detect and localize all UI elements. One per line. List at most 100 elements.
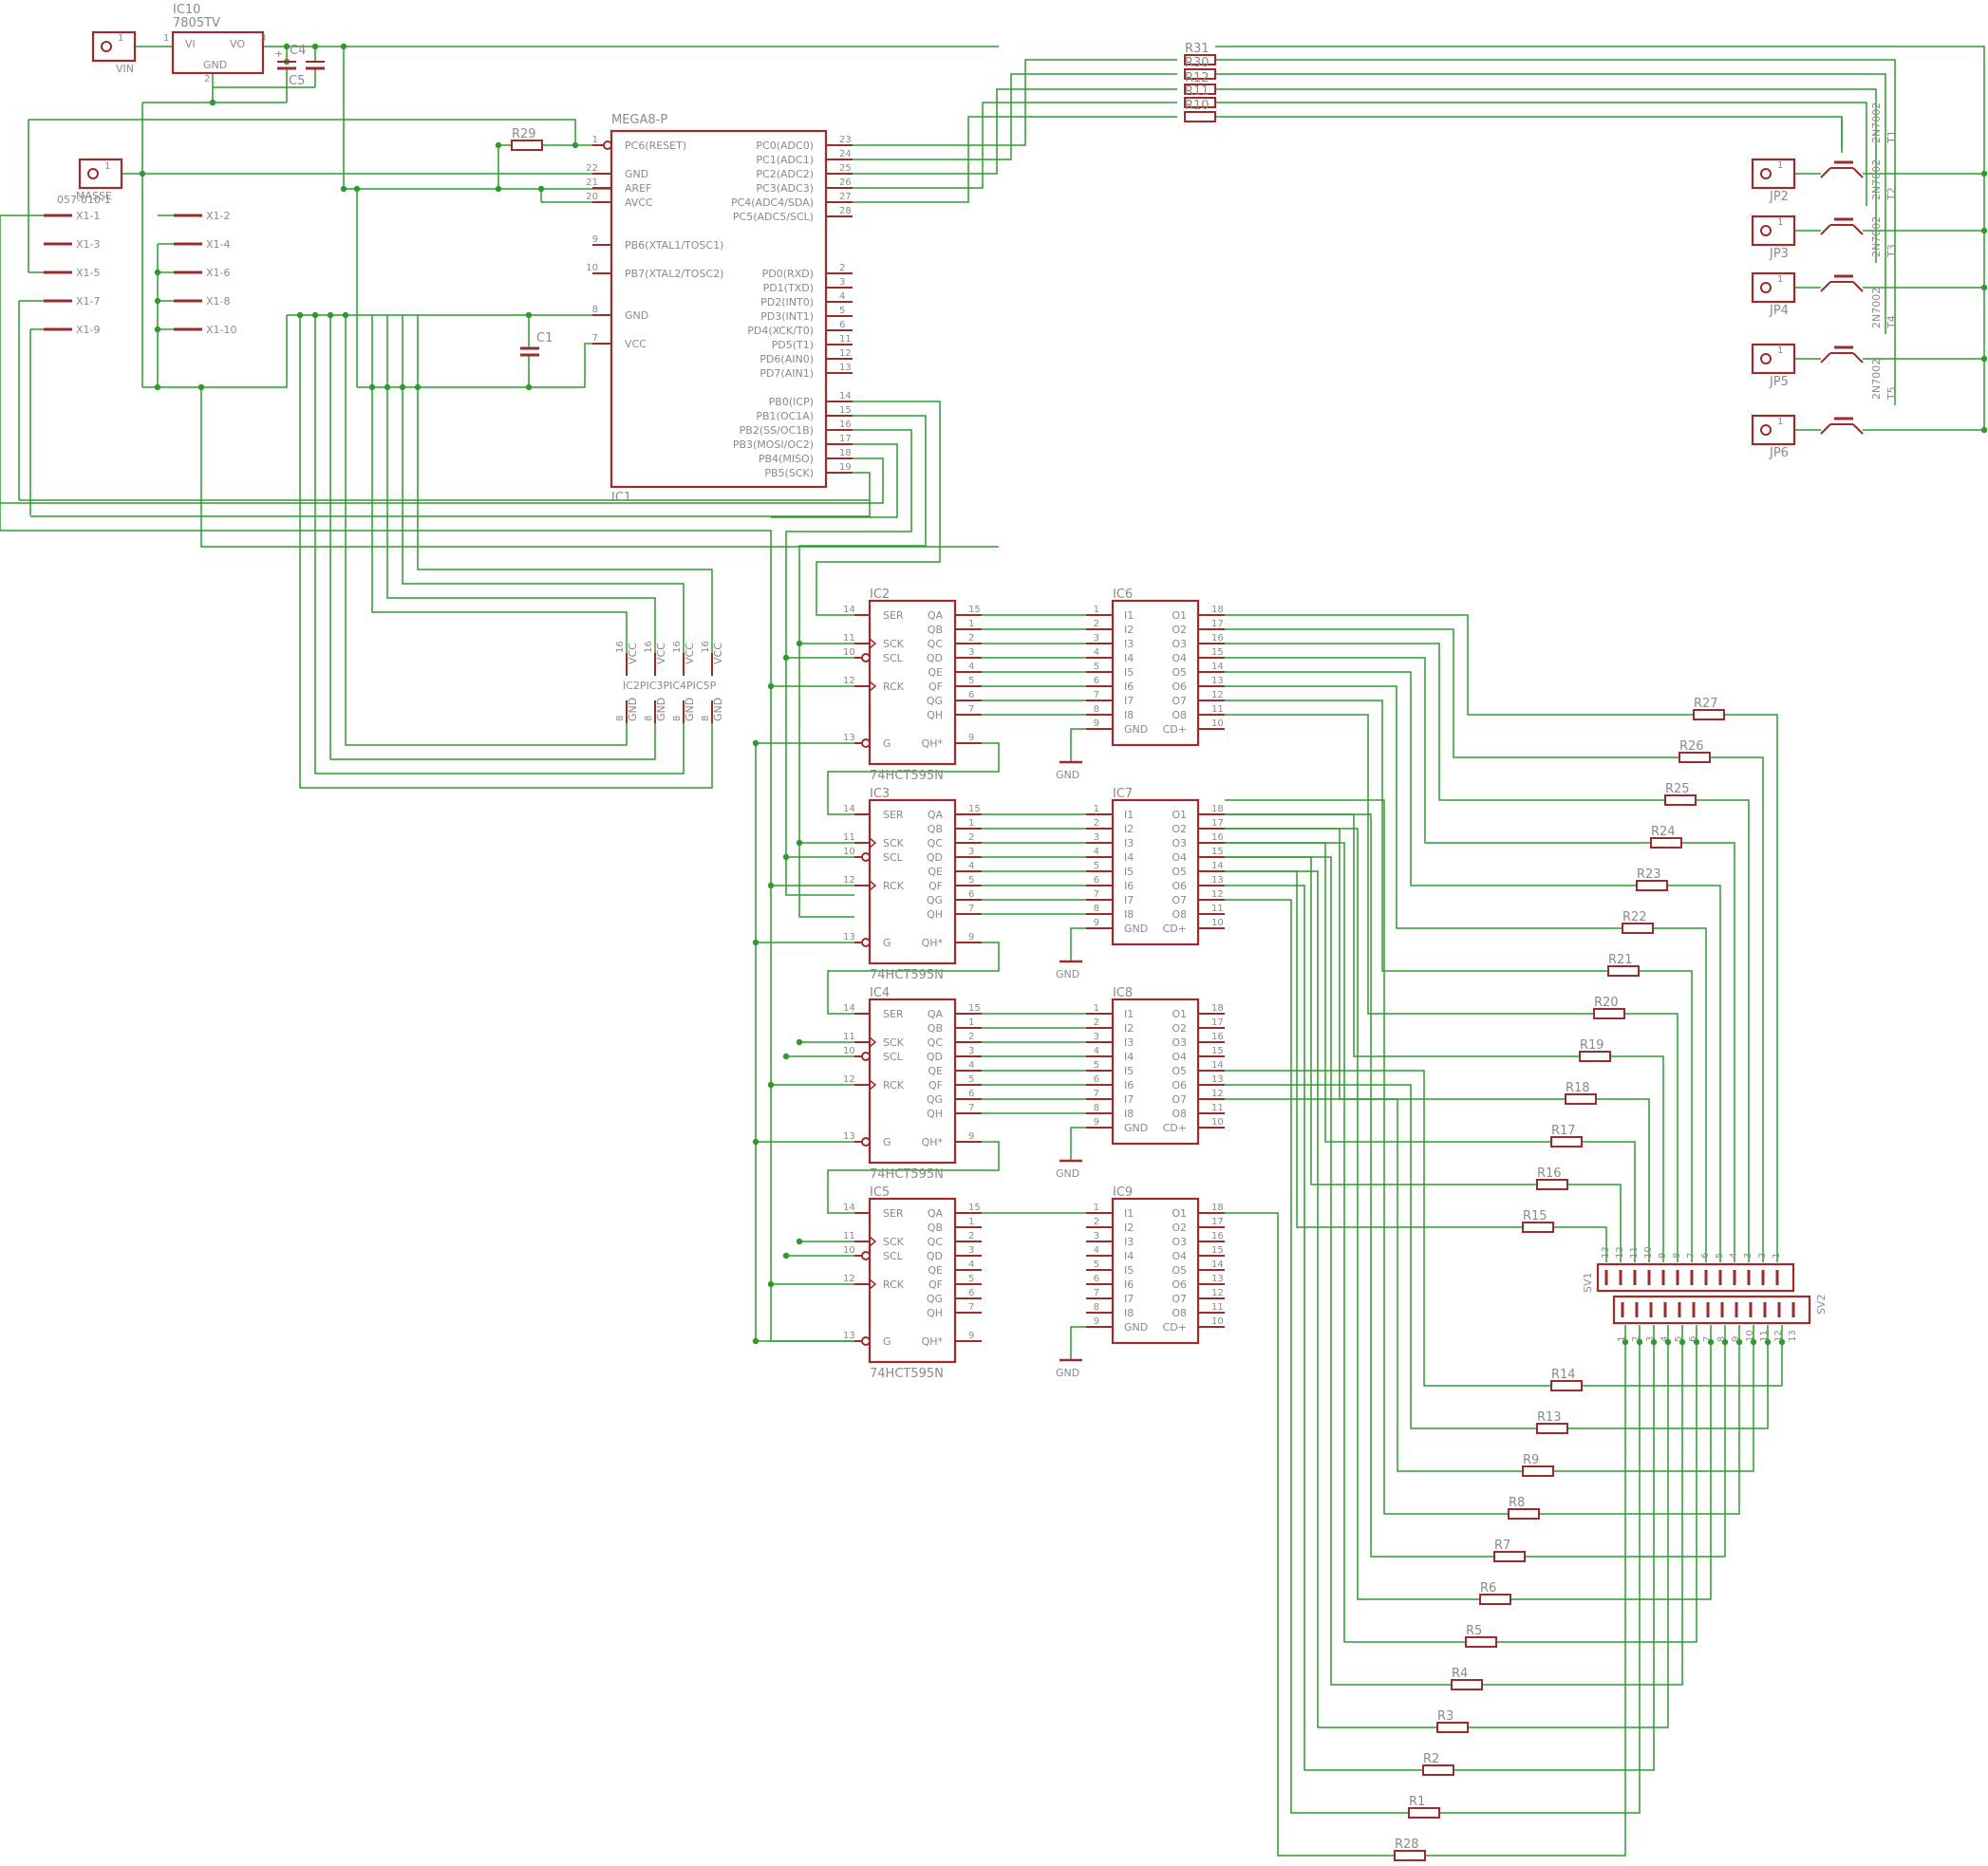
wire	[853, 73, 1177, 160]
wire	[1696, 799, 1750, 1262]
resistor-symbol	[1550, 1136, 1583, 1148]
wire	[1425, 1325, 1626, 1857]
pin-number: 3	[1094, 1231, 1099, 1241]
resistor-label: R8	[1509, 1496, 1525, 1510]
wire	[299, 315, 713, 789]
resistor-label: R31	[1185, 42, 1210, 56]
mcu-pin-label: PD4(XCK/T0)	[747, 325, 814, 337]
clock-marker	[869, 1278, 877, 1290]
wire	[1070, 927, 1086, 961]
mcu-pin-label: AVCC	[625, 196, 653, 209]
pin-number: 1	[1777, 417, 1783, 427]
pin-number: 12	[1211, 690, 1224, 700]
pin-number: 5	[968, 1274, 974, 1284]
mcu-pin-label: PD1(TXD)	[763, 282, 814, 294]
jumper-jp5	[1751, 343, 1796, 375]
transistor-name: T3	[1885, 244, 1898, 258]
header-pin-label: X1-2	[206, 210, 231, 222]
clock-marker	[869, 1079, 877, 1091]
wire	[1496, 1325, 1697, 1643]
pin-number: 3	[1645, 1336, 1656, 1342]
transistor-leg	[1852, 224, 1864, 235]
ic-pin-label: QB	[928, 823, 943, 835]
pin-number: 15	[839, 405, 852, 416]
ic-pin-label: QD	[927, 1051, 943, 1063]
resistor-label: R24	[1651, 825, 1676, 839]
resistor-label: R6	[1480, 1581, 1496, 1595]
transistor-leg	[1852, 423, 1864, 435]
pin-number: 13	[1211, 1074, 1224, 1085]
ic-pin-label: O5	[1172, 866, 1187, 878]
mcu-pin-label: GND	[625, 309, 648, 322]
wire	[1539, 1325, 1740, 1515]
wire	[1225, 1212, 1395, 1857]
pin-number: 4	[968, 1060, 974, 1071]
wire	[1225, 828, 1480, 1600]
junction-dot	[767, 682, 775, 690]
pin-number: 4	[1094, 1245, 1099, 1256]
ic-pin-label: O6	[1172, 880, 1187, 892]
pin-number: 12	[839, 348, 852, 359]
resistor-symbol	[1394, 1850, 1426, 1861]
mcu-pin-label: PC1(ADC1)	[756, 154, 814, 166]
pin-number: 15	[968, 1003, 981, 1014]
junction-dot	[572, 141, 579, 149]
transistor-value: 2N7002	[1870, 288, 1883, 328]
mcu-value: MEGA8-P	[611, 113, 667, 127]
pin-number: 16	[1211, 1231, 1224, 1241]
pin-number: 2	[1094, 818, 1099, 829]
inversion-bubble	[861, 1137, 871, 1147]
ic-pin-label: QE	[928, 666, 943, 679]
jumper-pad	[1760, 168, 1772, 179]
ic-pin-label: QG	[927, 1293, 943, 1305]
wire	[0, 457, 884, 504]
wire	[1225, 899, 1409, 1814]
pin-number: 11	[1629, 1246, 1640, 1259]
ic-pin-label: I1	[1124, 609, 1134, 622]
mcu-pin-label: PB6(XTAL1/TOSC1)	[625, 239, 723, 252]
resistor-symbol	[1622, 923, 1654, 934]
mcu-pin-label: PC4(ADC4/SDA)	[731, 196, 814, 209]
resistor-label: R14	[1551, 1368, 1576, 1382]
wire	[1225, 628, 1679, 758]
pin-number: 26	[839, 177, 852, 188]
jumper-pad	[87, 168, 99, 179]
wire	[1639, 970, 1693, 1262]
junction-dot	[1636, 1338, 1643, 1346]
regulator-pin-label: VI	[185, 38, 196, 50]
ic-pin-label: SCK	[883, 837, 905, 849]
mcu-pin-label: PB7(XTAL2/TOSC2)	[625, 268, 723, 280]
mcu-pin-label: PB3(MOSI/OC2)	[733, 439, 814, 451]
wire	[329, 315, 656, 760]
pin-number: 1	[1094, 1003, 1099, 1014]
junction-dot	[340, 43, 347, 50]
pin-number: 2	[1094, 1217, 1099, 1227]
ic-pin-label: O3	[1172, 638, 1187, 650]
wire	[1215, 102, 1867, 206]
pin-number: 10	[1211, 718, 1224, 729]
ic-pin-label: G	[883, 737, 891, 750]
header-pin-label: X1-7	[76, 295, 101, 308]
pin-number: 25	[839, 163, 852, 174]
header-pin-label: X1-4	[206, 238, 231, 251]
transistor-leg	[1852, 352, 1864, 364]
pin-number: 11	[843, 1231, 855, 1241]
pin-number: 10	[843, 847, 855, 857]
junction-dot	[782, 853, 790, 861]
resistor-label: R28	[1395, 1838, 1419, 1852]
resistor-label: R21	[1608, 953, 1633, 967]
ic-pin-label: CD+	[1163, 923, 1187, 935]
pin-number: 8	[1094, 704, 1099, 715]
pin-number: 11	[1211, 1103, 1224, 1113]
ic-pin-label: I6	[1124, 880, 1134, 892]
pin-number: 2	[968, 832, 974, 843]
resistor-symbol	[1536, 1179, 1568, 1190]
ic-pin-label: QH*	[922, 737, 944, 750]
transistor-name: T4	[1885, 315, 1898, 329]
ic-pin-label: QG	[927, 894, 943, 906]
junction-dot	[1664, 1338, 1672, 1346]
pin-number: 8	[1094, 904, 1099, 914]
resistor-symbol	[1465, 1636, 1497, 1648]
pin-number: 17	[1211, 619, 1224, 629]
